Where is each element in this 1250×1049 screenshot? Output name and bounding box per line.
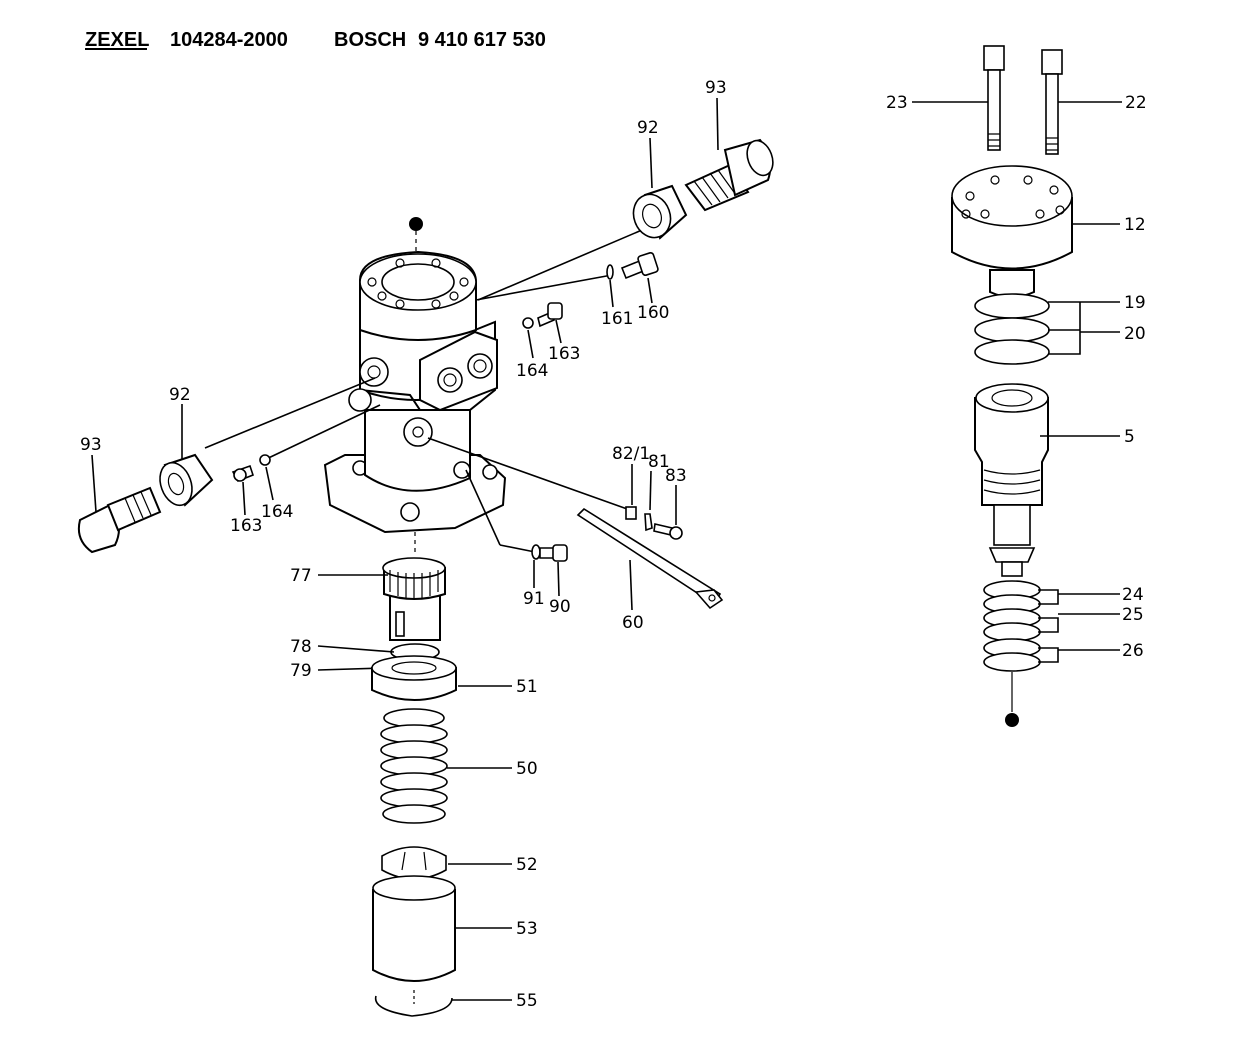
bosch-part-number: 9 410 617 530: [418, 29, 546, 51]
part-93-banjo-bolt-left: [77, 486, 162, 554]
maker-bosch: BOSCH: [334, 29, 406, 51]
callout-23: 23: [886, 93, 908, 113]
callout-25: 25: [1122, 605, 1144, 625]
callout-163-upper: 163: [548, 344, 580, 364]
callout-5: 5: [1124, 427, 1135, 447]
callout-163-lower: 163: [230, 516, 262, 536]
callout-53: 53: [516, 919, 538, 939]
callout-12: 12: [1124, 215, 1146, 235]
part-92-sealing-ring-right: [632, 184, 688, 240]
pump-housing: [323, 250, 507, 534]
part-163-screw-lower: [231, 464, 254, 483]
callout-83: 83: [665, 466, 687, 486]
callout-22: 22: [1125, 93, 1147, 113]
callout-81: 81: [648, 452, 670, 472]
part-83-screw: [653, 523, 683, 540]
part-20-gasket-a: [974, 317, 1050, 343]
callout-92-right: 92: [637, 118, 659, 138]
part-5-plunger-barrel: [974, 383, 1049, 577]
header: ZEXEL 104284-2000 BOSCH 9 410 617 530: [85, 29, 546, 51]
callout-55: 55: [516, 991, 538, 1011]
marker-dot-top: [409, 217, 423, 231]
callout-161: 161: [601, 309, 633, 329]
part-81-washer: [644, 513, 653, 532]
part-53-tappet: [372, 875, 456, 982]
part-26-ring-b: [983, 652, 1041, 672]
part-50-plunger-spring: [380, 708, 448, 824]
part-23-stud: [983, 45, 1005, 151]
part-161-washer: [606, 264, 614, 280]
part-12-delivery-valve-holder: [951, 165, 1073, 298]
callout-77: 77: [290, 566, 312, 586]
part-164-washer-upper: [522, 317, 534, 329]
part-92-sealing-ring-left: [159, 453, 214, 507]
zexel-part-number: 104284-2000: [170, 29, 288, 51]
callout-50: 50: [516, 759, 538, 779]
callout-labels: 93 92 93 92 161 160 164 163 163 164 82/1…: [80, 78, 1147, 1011]
callout-92-left: 92: [169, 385, 191, 405]
callout-160: 160: [637, 303, 669, 323]
part-82-1-nut: [625, 506, 637, 520]
part-163-screw-upper: [537, 302, 563, 328]
part-52-lower-spring-seat: [381, 846, 447, 880]
callout-60: 60: [622, 613, 644, 633]
callout-20: 20: [1124, 324, 1146, 344]
part-22-stud: [1041, 49, 1063, 155]
callout-93-right: 93: [705, 78, 727, 98]
callout-78: 78: [290, 637, 312, 657]
part-77-control-sleeve: [382, 557, 446, 641]
callout-51: 51: [516, 677, 538, 697]
callout-82-1: 82/1: [612, 444, 650, 464]
part-164-washer-lower: [259, 454, 271, 466]
callout-91: 91: [523, 589, 545, 609]
callout-24: 24: [1122, 585, 1144, 605]
callout-93-left: 93: [80, 435, 102, 455]
callout-90: 90: [549, 597, 571, 617]
part-20-gasket-b: [974, 339, 1050, 365]
callout-19: 19: [1124, 293, 1146, 313]
callout-52: 52: [516, 855, 538, 875]
part-60-control-rod: [576, 507, 724, 610]
part-91-washer: [531, 544, 541, 560]
callout-79: 79: [290, 661, 312, 681]
part-55-circlip: [374, 995, 453, 1017]
part-160-screw: [620, 251, 659, 280]
callout-164-lower: 164: [261, 502, 293, 522]
marker-dot-bottom: [1005, 713, 1019, 727]
callout-26: 26: [1122, 641, 1144, 661]
part-19-gasket: [974, 293, 1050, 319]
part-51-spring-seat: [371, 655, 457, 701]
maker-zexel: ZEXEL: [85, 29, 149, 51]
part-93-banjo-bolt-right: [684, 138, 774, 212]
part-90-screw: [539, 544, 568, 562]
callout-164-upper: 164: [516, 361, 548, 381]
